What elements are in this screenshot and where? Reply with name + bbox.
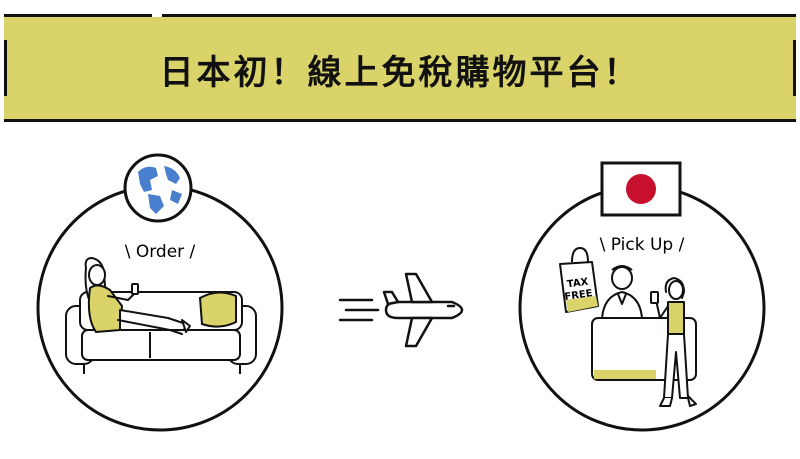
- tax-free-bag-icon: TAX FREE: [559, 246, 599, 313]
- order-caption: \ Order /: [125, 242, 196, 262]
- airplane-icon: [338, 272, 464, 348]
- pickup-panel: \ Pick Up / TAX FREE: [518, 161, 766, 432]
- banner-bottom-rule: [4, 119, 796, 122]
- sofa-cushion: [198, 291, 237, 328]
- woman-standing: [650, 277, 697, 407]
- banner-right-edge: [793, 40, 796, 96]
- clerk: [601, 265, 643, 319]
- pickup-circle: [518, 184, 766, 432]
- bag-text-tax: TAX: [566, 277, 589, 291]
- bag-text-free: FREE: [564, 288, 594, 303]
- japan-flag-icon: [600, 161, 682, 217]
- title-banner: 日本初！線上免稅購物平台！: [4, 17, 796, 121]
- pickup-caption: \ Pick Up /: [600, 235, 685, 255]
- top-rule-left: [4, 14, 152, 17]
- order-panel: \ Order /: [36, 153, 284, 432]
- globe-icon: [123, 153, 193, 223]
- woman-on-sofa: [84, 257, 191, 335]
- banner-left-edge: [4, 40, 7, 96]
- top-rule-right: [162, 14, 796, 17]
- banner-title: 日本初！線上免稅購物平台！: [159, 52, 641, 93]
